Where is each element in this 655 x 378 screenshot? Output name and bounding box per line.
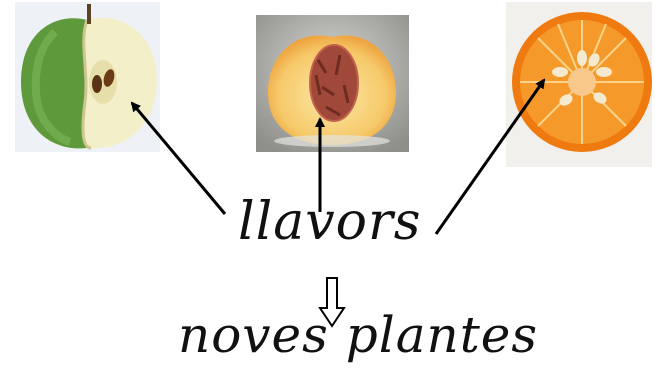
new-plants-label: noves plantes (178, 306, 538, 364)
arrow-to-orange (436, 80, 544, 234)
seeds-label: llavors (238, 192, 422, 252)
arrow-to-apple (132, 103, 225, 214)
